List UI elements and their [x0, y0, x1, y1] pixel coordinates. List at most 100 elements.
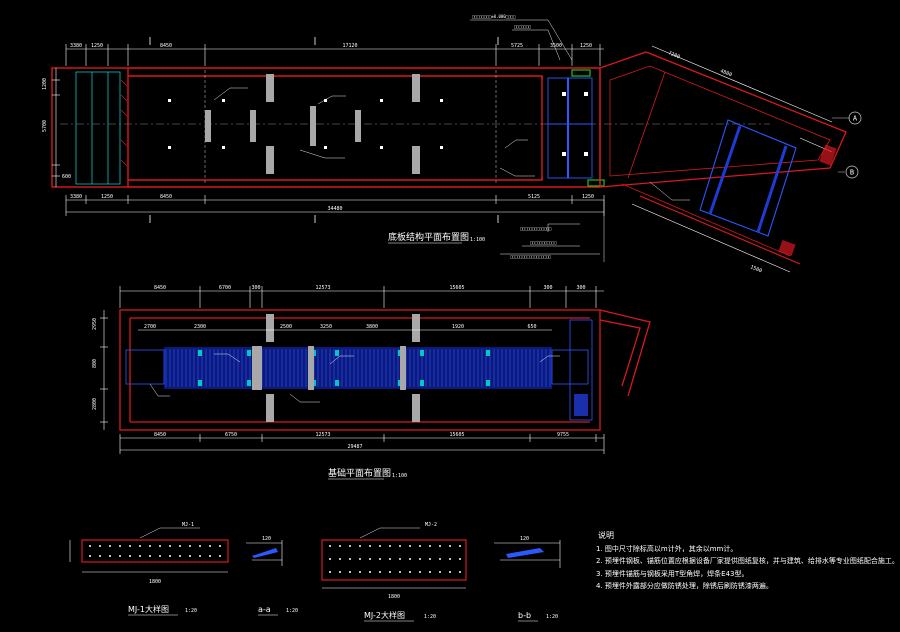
plan2-dim-top	[119, 286, 604, 308]
plan1-callouts	[470, 19, 605, 262]
plan1-left-end	[75, 71, 121, 185]
note-item: 2. 预埋件钢板、锚筋位置应根据设备厂家提供图纸复核，并与建筑、给排水等专业图纸…	[596, 557, 899, 565]
anchor-dot	[349, 571, 351, 573]
anchor-dot	[439, 545, 441, 547]
detail-scale: 1:20	[546, 614, 558, 620]
anchor-dot	[369, 558, 371, 560]
plan2-dim-top-labels: 8450 6700 300 12573 15605 300 300	[154, 285, 586, 291]
anchor-dot	[449, 545, 451, 547]
plan1-columns	[205, 74, 420, 174]
detail-bb: 120 b-b 1:20	[494, 536, 561, 622]
dim-label: 12573	[315, 432, 330, 438]
anchor-dot	[379, 571, 381, 573]
anchor-dot	[429, 571, 431, 573]
dim-label: 1250	[582, 194, 594, 200]
dim-label: 3380	[70, 43, 82, 49]
anchor-dot	[109, 545, 111, 547]
plan1-anchors	[168, 99, 443, 149]
anchor-dot	[419, 545, 421, 547]
anchor-dot	[99, 555, 101, 557]
anchor-dot	[459, 545, 461, 547]
dim-label: 3380	[70, 194, 82, 200]
anchor-dot	[209, 555, 211, 557]
detail-aa: 120 a-a 1:20	[246, 536, 298, 616]
anchor-dot	[409, 571, 411, 573]
anchor-dot	[399, 571, 401, 573]
anchor-dot	[449, 571, 451, 573]
anchor-dot	[109, 555, 111, 557]
dim-label: 2950	[92, 318, 98, 330]
anchor-dot	[139, 545, 141, 547]
anchor-dot	[359, 545, 361, 547]
plan1-scale: 1:100	[470, 237, 485, 243]
anchor-dot	[129, 555, 131, 557]
plan1-left-hatch	[120, 79, 128, 167]
plan1-dim-top	[65, 44, 604, 66]
anchor-dot	[329, 545, 331, 547]
plan1-ramp-dims: 7200 4800 1500	[667, 50, 762, 274]
dim-label: 1500	[749, 264, 762, 274]
dim-label: 2500	[280, 324, 292, 330]
dim-label: 300	[543, 285, 552, 291]
anchor-dot	[339, 545, 341, 547]
dim-label: 5725	[511, 43, 523, 49]
anchor-dot	[99, 545, 101, 547]
note-item: 1. 图中尺寸除标高以m计外，其余以mm计。	[596, 544, 738, 553]
dim-label: 300	[251, 285, 260, 291]
svg-text:□□□□□□□□±0.000□□□□: □□□□□□□□±0.000□□□□	[472, 14, 516, 19]
dim-label: 8450	[160, 194, 172, 200]
dim-label: 1800	[149, 579, 161, 585]
dim-label: 120	[520, 536, 529, 542]
anchor-dot	[409, 545, 411, 547]
anchor-dot	[189, 555, 191, 557]
anchor-dot	[419, 571, 421, 573]
anchor-dot	[179, 555, 181, 557]
plan1-slab-layout: 3380 1250 8450 17120 5725 3500 1250	[42, 14, 862, 274]
anchor-dot	[359, 571, 361, 573]
dim-label: 3250	[320, 324, 332, 330]
dim-label: 8450	[154, 432, 166, 438]
plan2-foundation-layout: 8450 6700 300 12573 15605 300 300	[92, 285, 651, 480]
detail-title: b-b	[518, 611, 531, 620]
anchor-dot	[389, 545, 391, 547]
plan2-dim-left-labels: 2950 800 2800	[92, 318, 98, 410]
svg-text:□□□□□□□□□□□□□: □□□□□□□□□□□□□	[520, 226, 552, 231]
plan1-title: 底板结构平面布置图	[388, 231, 469, 243]
axis-label-b: B	[850, 169, 854, 177]
plan2-title: 基础平面布置图	[328, 467, 391, 479]
anchor-dot	[379, 558, 381, 560]
svg-text:□□□□□□□: □□□□□□□	[514, 24, 531, 29]
anchor-dot	[389, 558, 391, 560]
dim-label: 800	[92, 359, 98, 368]
anchor-dot	[369, 545, 371, 547]
anchor-dot	[199, 545, 201, 547]
dim-label: 8450	[154, 285, 166, 291]
anchor-dot	[149, 545, 151, 547]
note-item: 3. 预埋件锚筋与钢板采用T型角焊，焊条E43型。	[596, 569, 749, 578]
dim-label: 8450	[160, 43, 172, 49]
plan1-ramp-hatch	[778, 144, 837, 257]
anchor-dot	[219, 545, 221, 547]
axis-label-a: A	[853, 115, 858, 123]
dim-label: 2800	[92, 398, 98, 410]
plan2-dim-left	[100, 310, 108, 430]
detail-scale: 1:20	[185, 608, 197, 614]
detail-scale: 1:20	[424, 614, 436, 620]
notes-heading: 说明	[598, 531, 614, 540]
dim-label: 3500	[550, 43, 562, 49]
anchor-dot	[159, 555, 161, 557]
anchor-dot	[129, 545, 131, 547]
anchor-dot	[159, 545, 161, 547]
anchor-dot	[119, 545, 121, 547]
detail-mj1: MJ-1 1800 MJ-1大样图 1:20	[69, 522, 229, 616]
anchor-dot	[379, 545, 381, 547]
svg-text:□□□□□□□□□□□: □□□□□□□□□□□	[530, 240, 557, 245]
dim-label: 5700	[42, 120, 48, 132]
anchor-dot	[449, 558, 451, 560]
plan2-leaders	[149, 353, 560, 403]
plan1-dim-bottom-labels: 3380 8450 1250 34480 5125 1250	[70, 194, 594, 212]
detail-scale: 1:20	[286, 608, 298, 614]
dim-label: 7200	[667, 50, 680, 60]
anchor-dot	[209, 545, 211, 547]
plan1-section-marks	[149, 37, 499, 223]
